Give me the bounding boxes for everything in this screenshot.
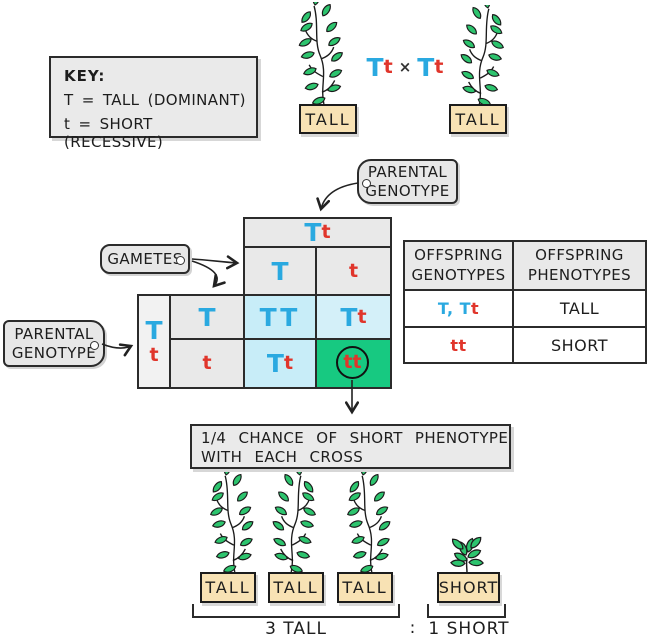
allele-dominant: T [340,302,358,332]
tall-group-bracket [192,604,400,618]
tag-line: GENOTYPE [365,181,450,200]
chance-note-box: 1/4 CHANCE OF SHORT PHENOTYPE WITH EACH … [190,424,511,469]
tag-line: GENOTYPE [11,343,97,362]
parent1-phenotype-box: TALL [299,104,357,134]
punnett-cell-Tt-bottom: T t [243,338,317,389]
tall-plant-icon [330,472,402,573]
short-group-bracket [427,604,506,618]
tall-plant-icon [193,472,265,573]
tag-hole-icon [90,341,99,350]
cross-operator: × [398,58,412,76]
header-line: GENOTYPES [411,265,506,284]
phenotype-cell-short: SHORT [512,326,647,364]
offspring-tall-box: TALL [337,572,393,603]
allele-dominant: T [417,52,435,82]
punnett-cell-TT: TT [243,294,317,340]
genotype-cell-short: tt [403,326,514,364]
offspring-phenotypes-header: OFFSPRING PHENOTYPES [512,240,647,291]
allele-dominant: T [145,316,163,345]
punnett-left-gamete-t: t [169,338,245,389]
genotype-tt: tt [343,351,362,373]
allele-dominant: T [366,52,384,82]
allele-recessive: t [348,259,359,282]
tall-plant-icon [278,2,358,105]
key-dominant-line: T = TALL (DOMINANT) [64,91,246,109]
tall-plant-icon [261,472,333,573]
offspring-genotypes-header: OFFSPRING GENOTYPES [403,240,514,291]
offspring-tall-box: TALL [268,572,324,603]
ratio-short-label: 1 SHORT [428,619,510,638]
allele-recessive: t [357,305,367,328]
tag-hole-icon [176,256,185,265]
header-line: OFFSPRING [535,246,624,264]
arrow-gametes-right [191,255,240,270]
tt-highlight-circle: tt [336,346,369,379]
allele-recessive: t [383,55,393,78]
allele-recessive: t [471,299,480,318]
arrow-parental-top [316,182,359,212]
punnett-top-gamete-t: t [315,246,392,296]
offspring-short-box: SHORT [437,572,500,603]
punnett-left-parent-cell: T t [137,294,171,389]
tag-line: GAMETES [107,249,183,268]
allele-dominant: T [266,349,284,378]
allele-dominant: T, T [437,299,472,318]
gametes-tag: GAMETES [100,244,190,274]
chance-note-line: 1/4 CHANCE OF SHORT PHENOTYPE [201,429,509,447]
tall-plant-icon [446,5,524,106]
allele-recessive: t [149,344,159,366]
phenotype-cell-tall: TALL [512,289,647,328]
short-plant-icon [440,534,494,574]
arrow-parental-left [101,343,134,357]
allele-recessive: t [321,221,331,243]
punnett-top-gamete-T: T [243,246,317,296]
parental-genotype-tag-left: PARENTAL GENOTYPE [3,320,105,367]
allele-dominant: T [304,218,322,247]
parent2-phenotype-box: TALL [449,104,507,134]
key-recessive-line: t = SHORT (RECESSIVE) [64,115,164,151]
punnett-left-gamete-T: T [169,294,245,340]
genotype-TT: TT [259,302,301,332]
key-box: KEY: T = TALL (DOMINANT) t = SHORT (RECE… [49,56,258,151]
allele-recessive: t [202,352,212,374]
parental-genotype-tag-top: PARENTAL GENOTYPE [357,159,458,204]
genotype-tt: tt [450,335,467,355]
tag-hole-icon [362,179,371,188]
tag-line: PARENTAL [367,162,448,181]
allele-recessive: t [283,352,294,374]
ratio-separator: : [409,618,417,638]
offspring-tall-box: TALL [200,572,256,603]
allele-dominant: T [271,256,289,286]
cross-genotypes: T t × T t [360,49,450,85]
chance-note-line: WITH EACH CROSS [201,448,364,466]
punnett-cell-Tt-right: T t [315,294,392,340]
punnett-top-parent-cell: T t [243,217,392,248]
allele-dominant: T [198,302,216,332]
key-title: KEY: [64,67,106,85]
ratio-tall-label: 3 TALL [265,619,327,638]
allele-recessive: t [434,55,444,78]
tag-line: PARENTAL [14,324,94,343]
genotype-cell-tall: T, T t [403,289,514,328]
arrow-gametes-down [191,260,226,288]
header-line: OFFSPRING [414,246,503,264]
header-line: PHENOTYPES [527,265,632,284]
